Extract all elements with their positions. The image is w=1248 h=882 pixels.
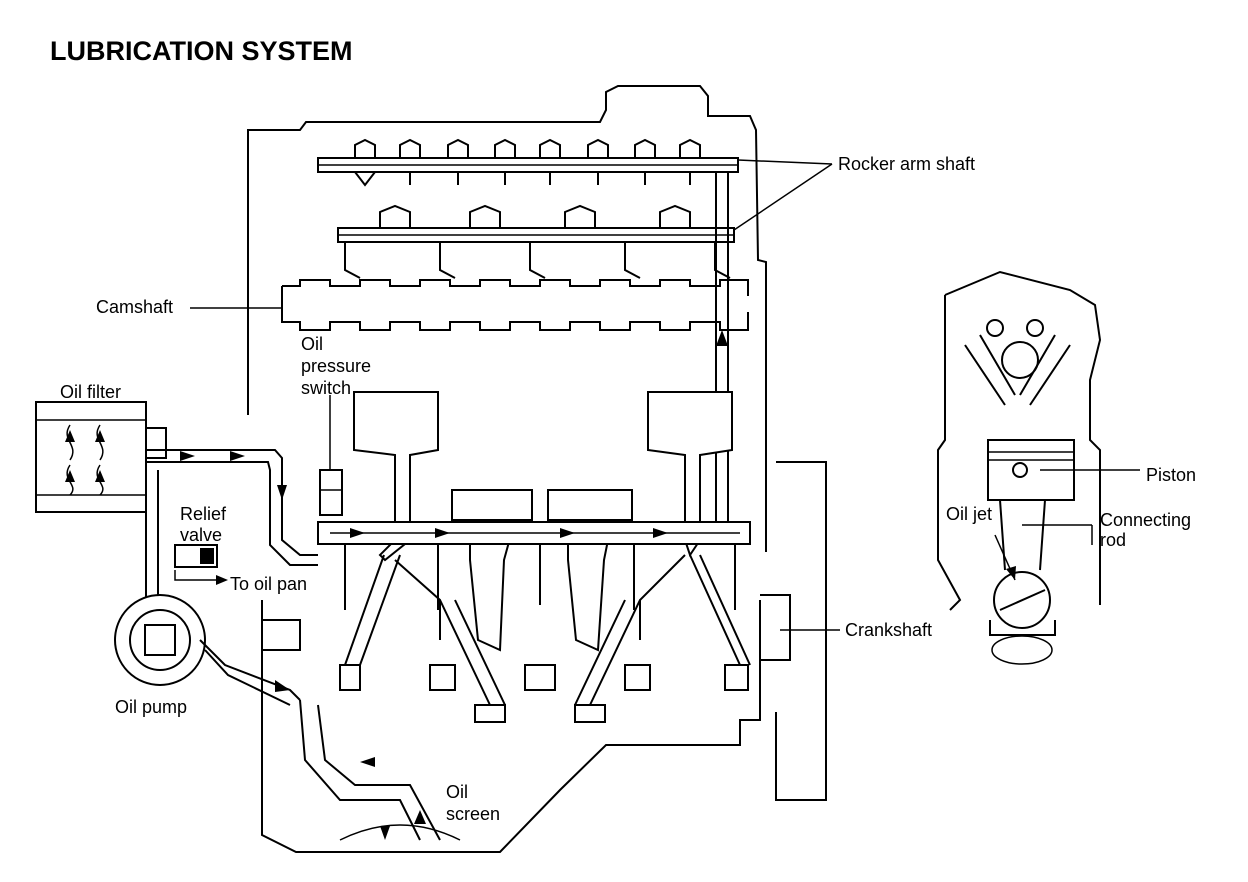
label-camshaft: Camshaft [96,297,173,317]
label-crankshaft: Crankshaft [845,620,932,640]
label-relief-valve-2: valve [180,525,222,545]
engine-block-outline [247,85,827,853]
label-oil-pump: Oil pump [115,697,187,717]
label-connecting-rod-2: rod [1100,530,1126,550]
label-relief-valve-1: Relief [180,504,227,524]
label-oil-jet: Oil jet [946,504,992,524]
label-connecting-rod-1: Connecting [1100,510,1191,530]
oil-pump [114,594,301,706]
oil-line-filter-to-gallery [145,449,318,610]
cylinder-section-view [937,270,1102,665]
label-oil-pressure-switch-1: Oil [301,334,323,354]
camshaft [281,279,749,331]
main-oil-gallery [317,521,751,610]
oil-pickup-screen [299,699,461,841]
label-oil-screen-1: Oil [446,782,468,802]
label-to-oil-pan: To oil pan [230,574,307,594]
leader-lines [190,159,1140,631]
label-oil-pressure-switch-2: pressure [301,356,371,376]
label-oil-screen-2: screen [446,804,500,824]
diagram-title: LUBRICATION SYSTEM [50,36,353,66]
label-piston: Piston [1146,465,1196,485]
label-rocker-arm-shaft: Rocker arm shaft [838,154,975,174]
label-oil-filter: Oil filter [60,382,121,402]
rocker-arms-upper [354,138,701,187]
rocker-arm-shaft-lower [337,204,735,279]
oil-gallery-vertical [715,172,729,530]
rocker-arm-shaft-upper [317,138,739,187]
relief-valve [174,544,228,585]
oil-pressure-switch [319,395,343,516]
label-oil-pressure-switch-3: switch [301,378,351,398]
pistons-and-crank [262,391,791,723]
